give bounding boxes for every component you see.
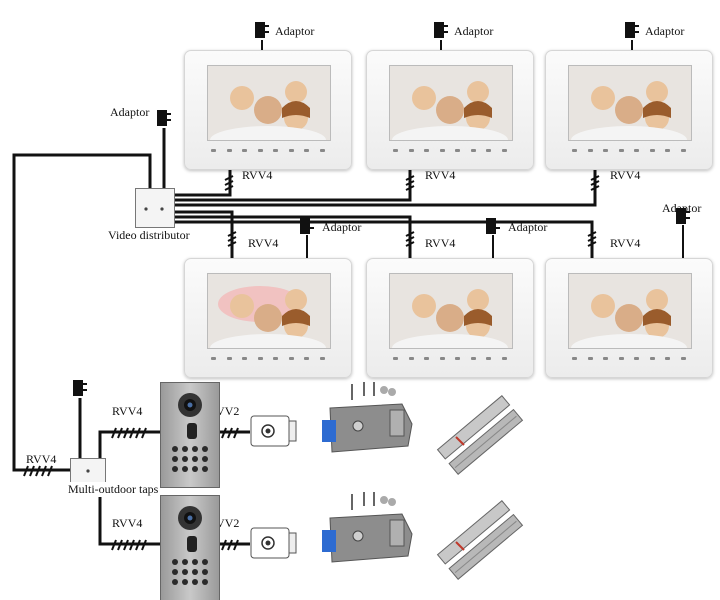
- power-adaptor-icon: [255, 22, 269, 38]
- power-adaptor-icon: [434, 22, 448, 38]
- rvv4-label: RVV4: [610, 168, 641, 182]
- wire-bottom-monitor-3: [175, 220, 594, 258]
- monitor-screen: [389, 273, 513, 349]
- exit-button-icon: [250, 415, 297, 447]
- indoor-monitor: [184, 50, 352, 170]
- indoor-monitor: [366, 258, 534, 378]
- adaptor-label: Adaptor: [110, 105, 150, 119]
- trunk-wire: [12, 153, 152, 472]
- adaptor-label: Adaptor: [508, 220, 548, 234]
- power-adaptor-icon: [157, 110, 171, 126]
- monitor-screen: [568, 65, 692, 141]
- rvv4-label: RVV4: [112, 516, 143, 530]
- power-adaptor-icon: [625, 22, 639, 38]
- rvv4-label: RVV4: [425, 236, 456, 250]
- family-photo: [208, 66, 330, 140]
- rvv4-label: RVV4: [26, 452, 57, 466]
- wire-door-station-2: [98, 492, 160, 546]
- rvv4-label: RVV4: [425, 168, 456, 182]
- indoor-monitor: [545, 50, 713, 170]
- indoor-monitor: [366, 50, 534, 170]
- power-adaptor-icon: [676, 208, 690, 224]
- adaptor-label: Adaptor: [454, 24, 494, 38]
- rvv4-label: RVV4: [242, 168, 273, 182]
- wire-top-monitor-1: [175, 168, 232, 197]
- multi-outdoor-taps-label: Multi-outdoor taps: [68, 482, 159, 497]
- power-adaptor-icon: [73, 380, 87, 396]
- monitor-screen: [568, 273, 692, 349]
- exit-button-icon: [250, 527, 297, 559]
- adaptor-label: Adaptor: [645, 24, 685, 38]
- video-distributor-label: Video distributor: [108, 228, 190, 242]
- adaptor-label: Adaptor: [322, 220, 362, 234]
- indoor-monitor: [184, 258, 352, 378]
- rvv4-label: RVV4: [610, 236, 641, 250]
- wire-door-station-1: [98, 430, 160, 460]
- rvv4-label: RVV4: [112, 404, 143, 418]
- wire-top-monitor-3: [175, 168, 597, 207]
- family-photo: [569, 66, 691, 140]
- wire-bottom-monitor-1: [175, 210, 234, 258]
- family-photo: [208, 274, 330, 348]
- adaptor-label: Adaptor: [275, 24, 315, 38]
- door-station-icon: [160, 382, 220, 488]
- monitor-screen: [207, 65, 331, 141]
- magnetic-lock-icon: [436, 395, 524, 475]
- indoor-monitor: [545, 258, 713, 378]
- power-adaptor-icon: [300, 218, 314, 234]
- family-photo: [390, 274, 512, 348]
- monitor-screen: [389, 65, 513, 141]
- door-station-icon: [160, 495, 220, 600]
- family-photo: [569, 274, 691, 348]
- rvv4-label: RVV4: [248, 236, 279, 250]
- cable-hatch-marks: [23, 175, 600, 551]
- electric-lock-icon: [322, 492, 413, 563]
- family-photo: [390, 66, 512, 140]
- monitor-screen: [207, 273, 331, 349]
- adaptor-label: Adaptor: [662, 201, 702, 215]
- power-adaptor-icon: [486, 218, 500, 234]
- video-distributor-box: [135, 188, 175, 228]
- electric-lock-icon: [322, 382, 413, 453]
- magnetic-lock-icon: [436, 500, 524, 580]
